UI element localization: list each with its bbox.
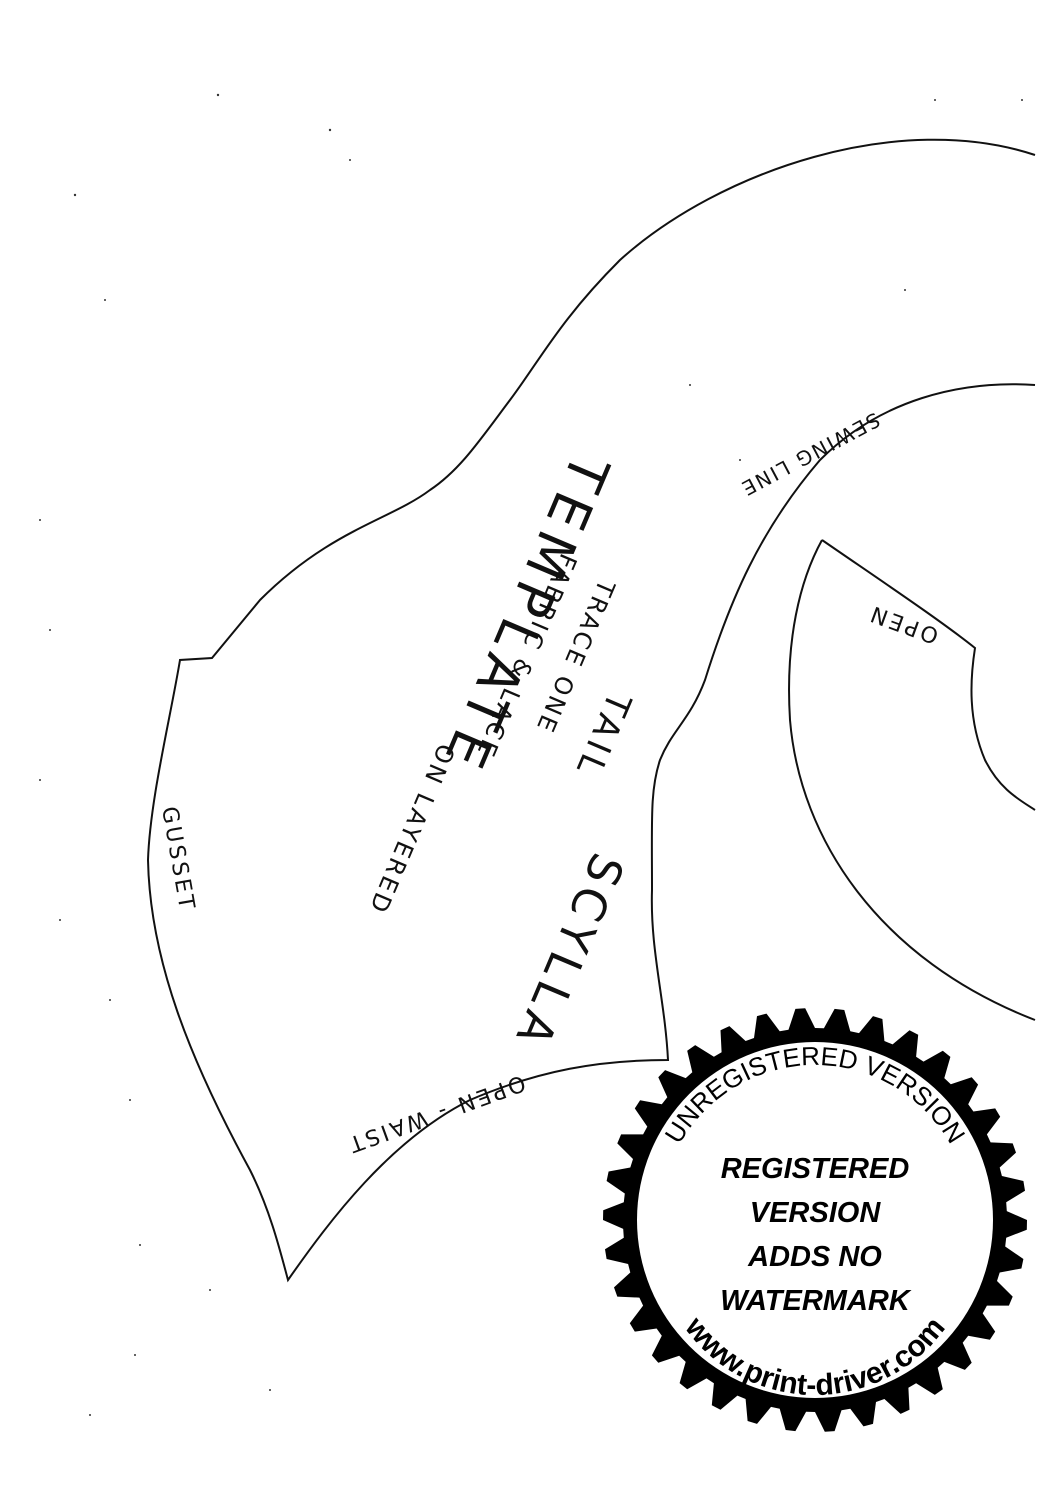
scan-noise [39, 93, 1023, 1416]
watermark-stamp: UNREGISTERED VERSION www.print-driver.co… [603, 1008, 1027, 1432]
piece-name: TAIL [566, 686, 639, 786]
open-inner-curve [788, 539, 1036, 1021]
label-sewing-line: SEWING LINE [736, 408, 884, 502]
tail-piece-outline [146, 138, 1036, 1283]
stamp-line3: ADDS NO [747, 1241, 882, 1273]
stamp-line1: REGISTERED [721, 1153, 910, 1185]
stamp-inner-disc [637, 1042, 993, 1398]
label-open: OPEN [865, 599, 942, 647]
open-notch-line [821, 539, 1036, 811]
design-name: SCYLLA [503, 846, 634, 1059]
instruction-line3: ON LAYERED [363, 740, 460, 919]
label-open-waist: OPEN - WAIST [343, 1069, 529, 1157]
stamp-line4: WATERMARK [720, 1285, 912, 1317]
stamp-line2: VERSION [750, 1197, 882, 1229]
label-gusset: GUSSET [156, 805, 199, 914]
